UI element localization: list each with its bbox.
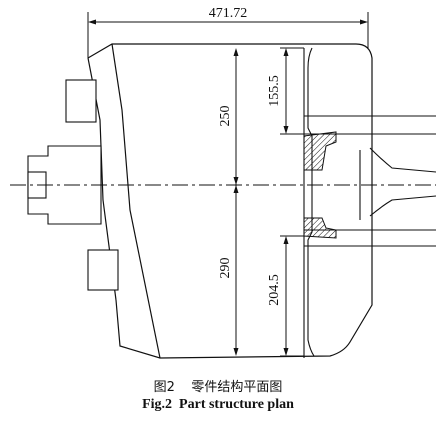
upper-detail-label: 155.5 [267,75,282,107]
arrow-right [360,19,368,25]
vertical-dimension-main [233,48,239,356]
upper-boss [65,79,97,123]
arrow-upper-top [283,48,289,56]
arrow-left [88,19,96,25]
arrow-lower-bottom [283,348,289,356]
arrow-main-bottom [233,348,239,356]
bottom-half-height-label: 290 [218,258,233,279]
part-structure-drawing: 471.72 [10,6,436,359]
lower-detail-label: 204.5 [267,274,282,306]
arrow-main-top [233,48,239,56]
upper-detail-dimension [280,47,304,135]
outer-outline [87,43,373,359]
overall-width-dimension [87,12,369,58]
inner-edge [111,43,161,359]
arrow-main-mid-up [233,177,239,185]
hatched-sections [303,131,337,239]
part-body [87,43,373,359]
tube-upper-curve [369,147,436,173]
lower-detail-dimension [280,235,304,357]
arrow-main-mid-down [233,185,239,193]
flange-inner-curve [307,47,315,357]
right-flange [303,47,436,358]
lower-section [303,217,337,239]
figure-caption-english: Fig.2 Part structure plan [142,397,294,412]
figure-caption-chinese: 图2 零件结构平面图 [153,380,283,395]
lower-boss [87,249,119,291]
arrow-upper-bottom [283,126,289,134]
arrow-lower-top [283,236,289,244]
top-half-height-label: 250 [218,106,233,127]
overall-width-label: 471.72 [209,6,248,21]
tube-lower-curve [369,195,436,217]
upper-section [303,131,337,171]
